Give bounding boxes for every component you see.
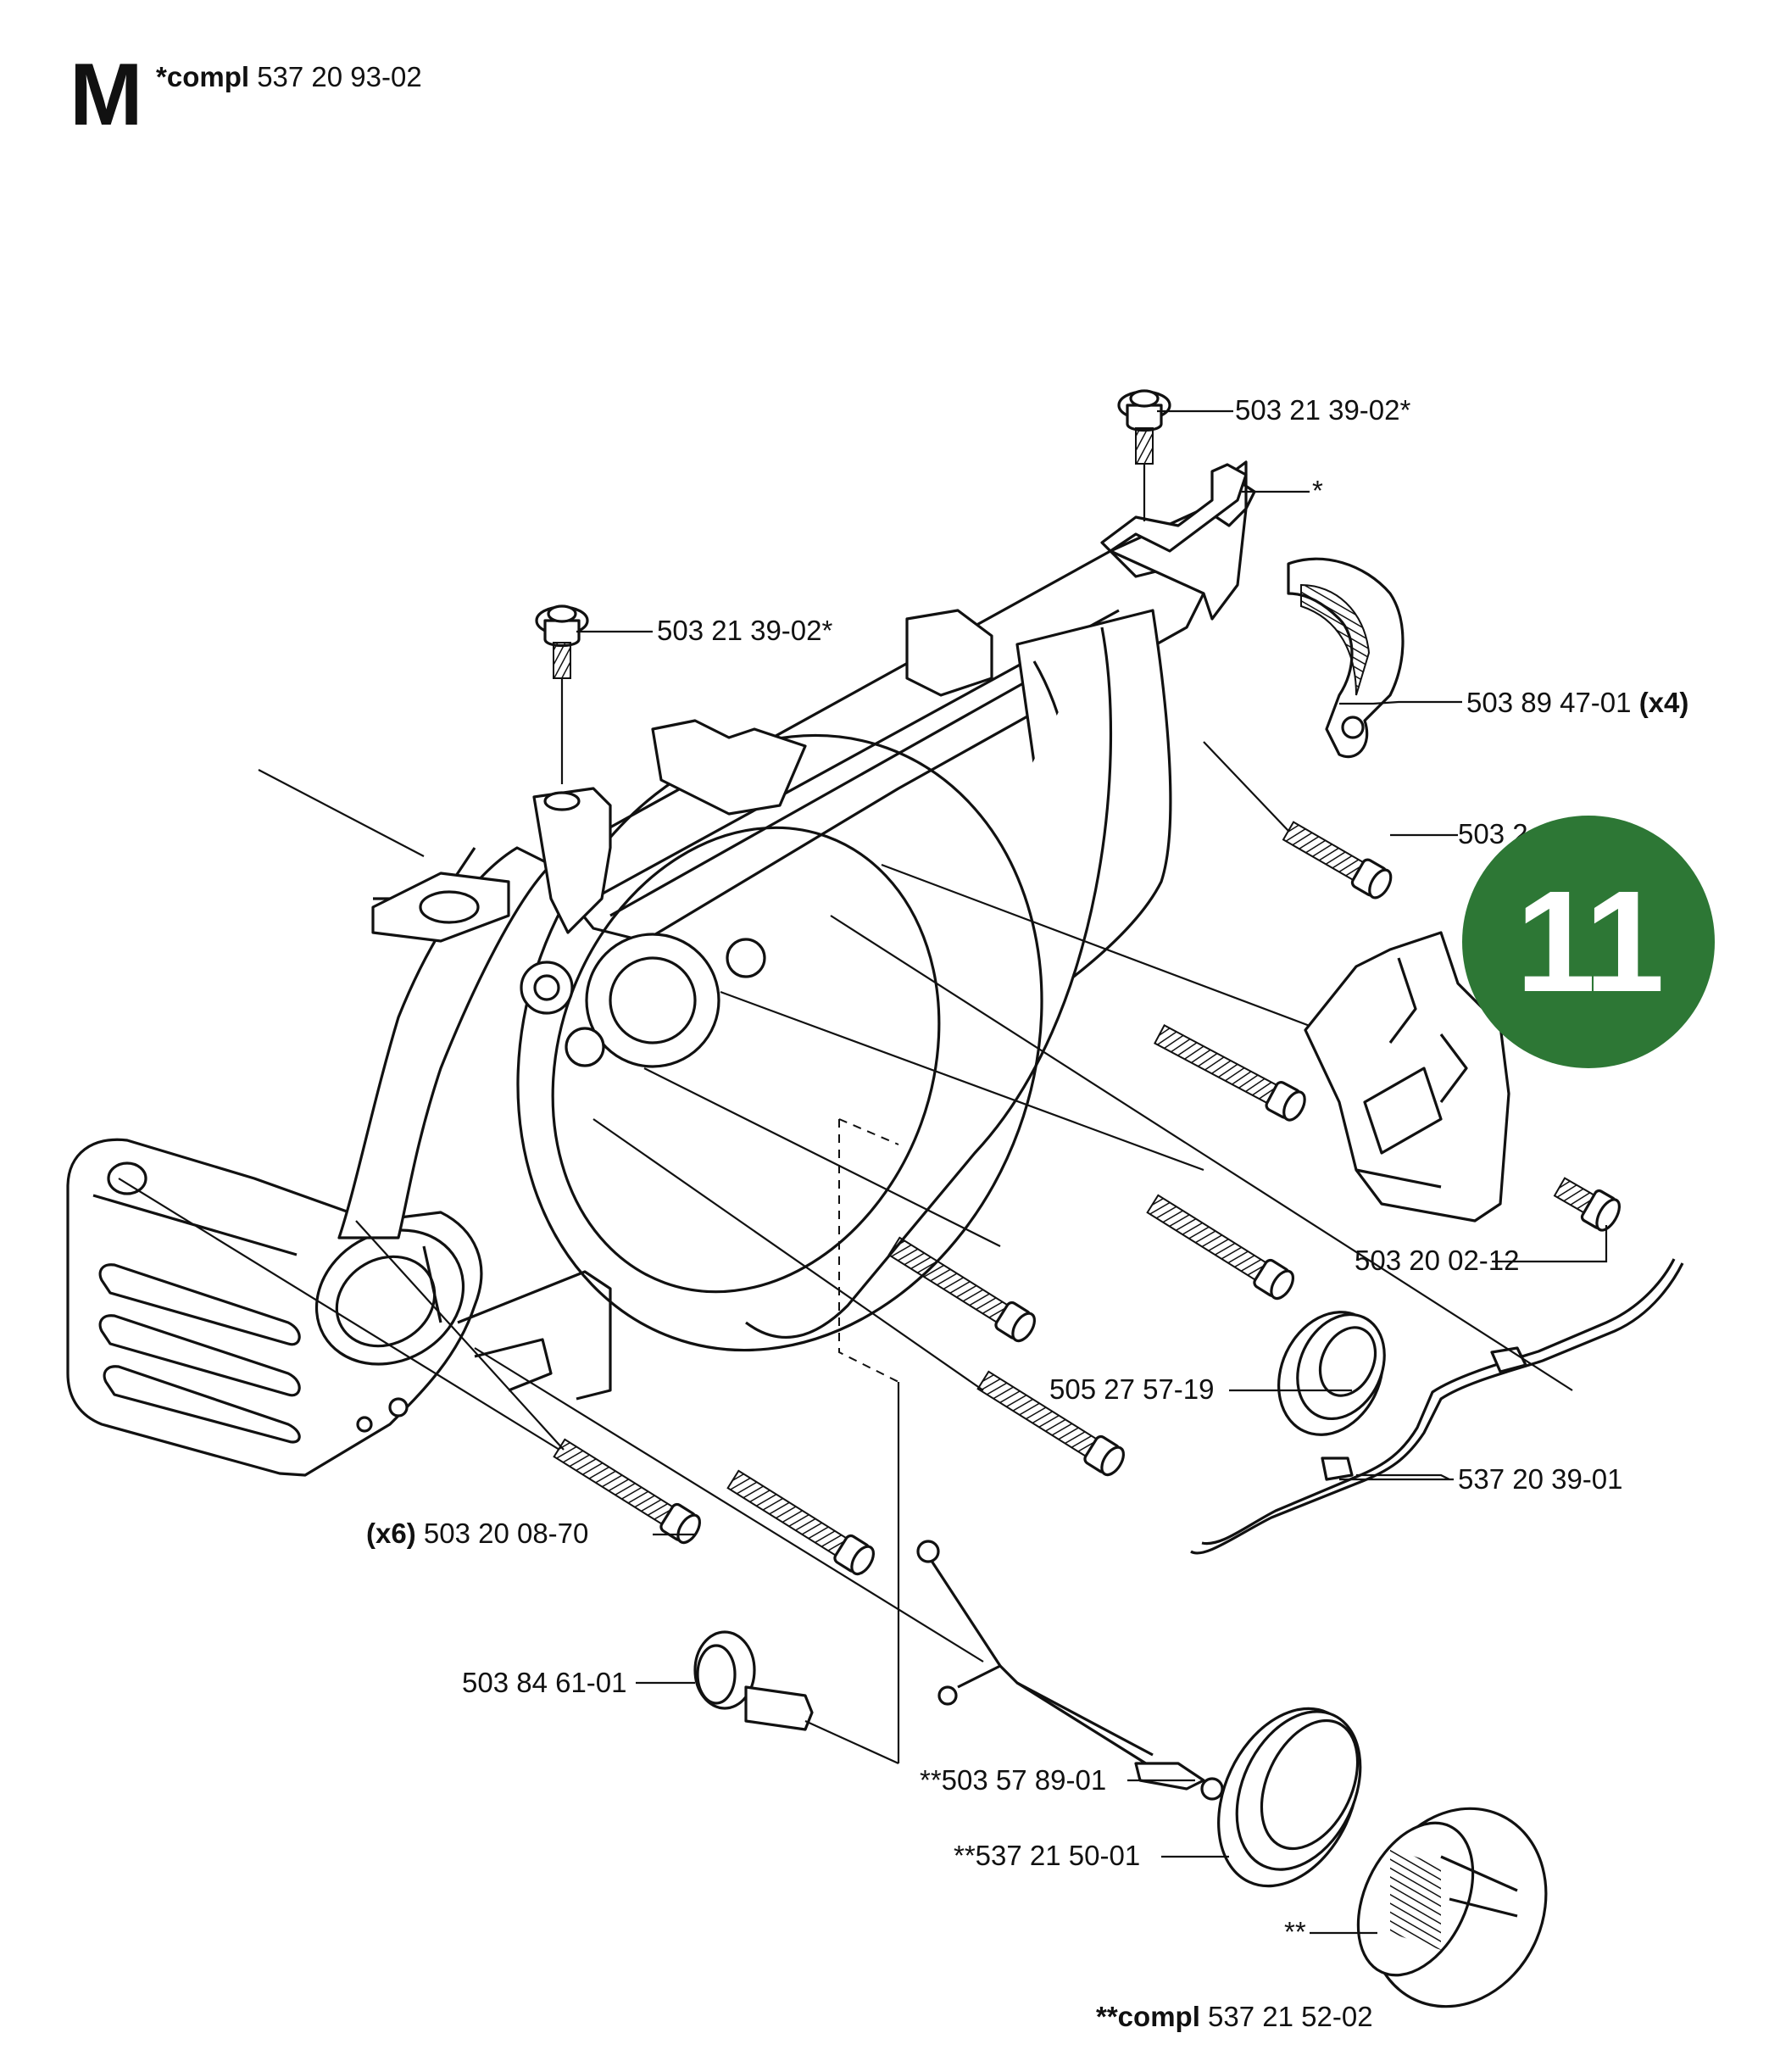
seal-ring-icon xyxy=(1217,1707,1362,1888)
part-label-screw-top-right: 503 21 39-02* xyxy=(1235,394,1411,426)
part-label-plug: 503 84 61-01 xyxy=(462,1667,627,1698)
oil-pipe-icon xyxy=(1190,1258,1684,1555)
bolts-quantity: (x6) xyxy=(366,1518,416,1549)
part-label-oil-pipe: 537 20 39-01 xyxy=(1458,1463,1623,1495)
part-label-gasket: **537 21 50-01 xyxy=(954,1840,1141,1871)
screw-icon xyxy=(1117,389,1171,465)
leader-lines xyxy=(118,409,1608,1935)
oil-hose-icon xyxy=(916,1540,1224,1801)
part-label-buffer: 503 89 47-01 (x4) xyxy=(1466,688,1688,716)
buffer-part-number: 503 89 47-01 xyxy=(1466,687,1632,718)
screw-icon xyxy=(535,604,589,679)
page-number: 11 xyxy=(1516,861,1665,1022)
bolts-part-number: 503 20 08-70 xyxy=(423,1518,589,1549)
buffer-quantity: (x4) xyxy=(1638,687,1689,718)
screw-icon xyxy=(553,821,1621,1576)
assembly-number: *compl 537 20 93-02 xyxy=(156,63,422,91)
chain-guard-icon xyxy=(1304,931,1510,1223)
plug-icon xyxy=(693,1630,814,1731)
crankcase-drawing xyxy=(66,460,1256,1477)
part-label-guard-screw: 503 20 02-12 xyxy=(1355,1245,1520,1276)
cap-part-number: 537 21 52-02 xyxy=(1208,2001,1373,2032)
tank-cap-icon xyxy=(1356,1807,1548,2008)
part-label-oil-hose: **503 57 89-01 xyxy=(920,1764,1107,1796)
part-label-cap-stars: ** xyxy=(1284,1916,1306,1947)
cap-prefix: **compl xyxy=(1096,2001,1200,2032)
part-label-screw-top-left: 503 21 39-02* xyxy=(657,615,833,646)
part-label-seal: 505 27 57-19 xyxy=(1049,1373,1215,1405)
seal-ring-icon xyxy=(1277,1311,1386,1436)
section-letter: M xyxy=(70,46,143,144)
part-label-asterisk: * xyxy=(1312,475,1323,506)
page-number-badge: 11 xyxy=(1462,816,1715,1068)
rubber-buffer-icon xyxy=(1287,557,1405,759)
part-label-bolts: (x6) 503 20 08-70 xyxy=(366,1519,588,1547)
part-label-cap: **compl 537 21 52-02 xyxy=(1096,2002,1373,2030)
assembly-part-number: 537 20 93-02 xyxy=(257,61,422,92)
assembly-prefix: *compl xyxy=(156,61,250,92)
